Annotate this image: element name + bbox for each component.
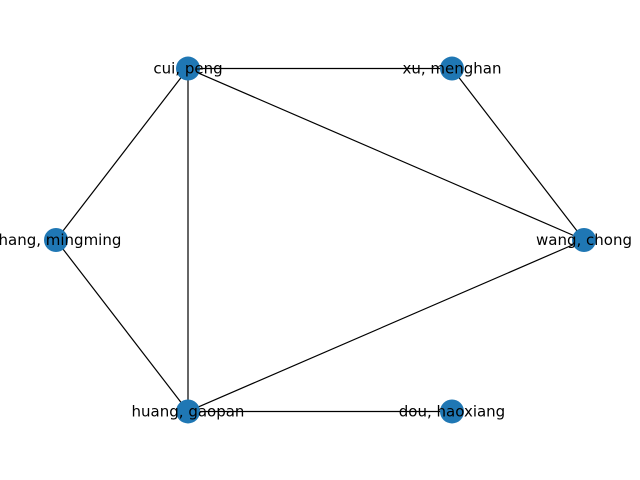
node-label-xu: xu, menghan	[403, 60, 502, 78]
node-label-wang: wang, chong	[536, 231, 632, 249]
node-cui[interactable]	[176, 56, 200, 81]
node-label-huang: huang, gaopan	[132, 402, 245, 420]
node-label-dou: dou, haoxiang	[399, 402, 505, 420]
node-zhang[interactable]	[44, 228, 68, 252]
edge-cui-zhang	[55, 68, 189, 241]
node-xu[interactable]	[440, 56, 464, 81]
edge-huang-zhang	[55, 239, 189, 412]
node-wang[interactable]	[572, 228, 596, 252]
edge-wang-huang	[187, 239, 585, 413]
edge-cui-wang	[187, 67, 585, 241]
node-label-zhang: zhang, mingming	[0, 231, 121, 249]
node-label-cui: cui, peng	[153, 60, 222, 78]
label-layer: cui, peng xu, menghan wang, chong dou, haox…	[0, 60, 632, 421]
edge-layer	[55, 67, 585, 413]
edge-xu-wang	[451, 68, 585, 241]
node-huang[interactable]	[176, 399, 200, 424]
node-layer	[44, 56, 596, 424]
node-dou[interactable]	[440, 399, 464, 424]
